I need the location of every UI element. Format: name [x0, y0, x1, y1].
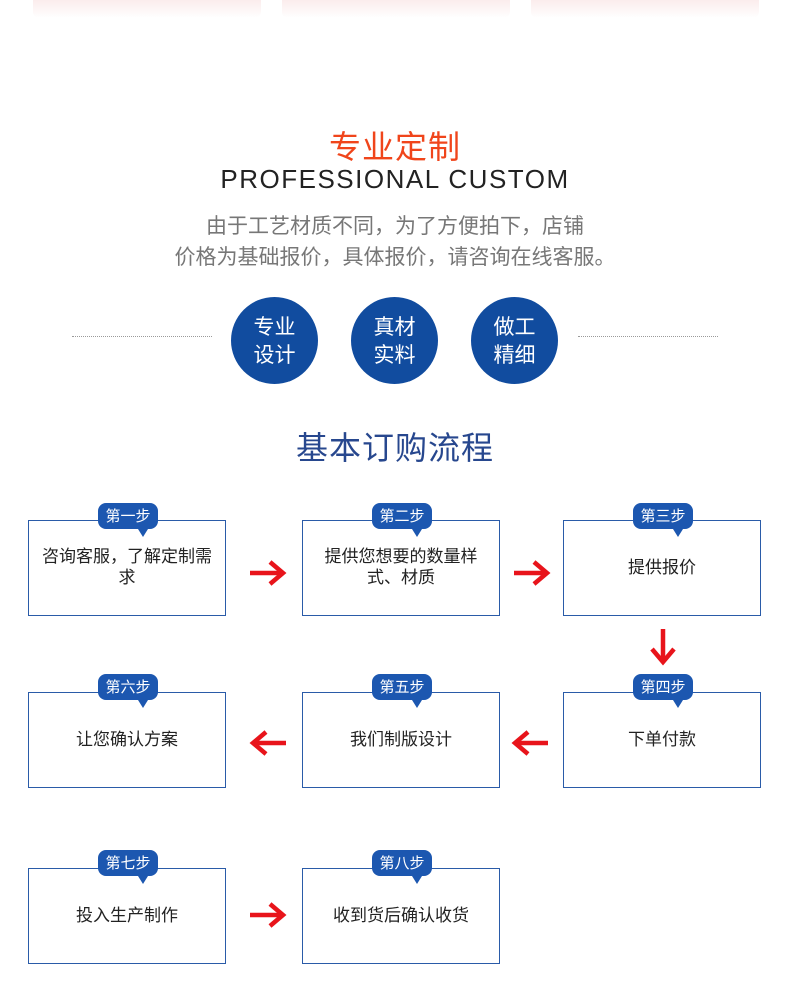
step-box-8: 收到货后确认收货	[302, 868, 500, 964]
process-title: 基本订购流程	[295, 429, 494, 467]
arrow-left-icon	[510, 728, 550, 758]
step-box-2: 提供您想要的数量样式、材质	[302, 520, 500, 616]
feature-professional-design: 专业 设计	[231, 297, 318, 384]
section-title-en: PROFESSIONAL CUSTOM	[220, 164, 570, 194]
step-text: 投入生产制作	[76, 905, 178, 926]
step-text: 让您确认方案	[76, 729, 178, 750]
top-card-1	[33, 0, 261, 18]
feature-real-materials: 真材 实料	[351, 297, 438, 384]
feature-fine-workmanship: 做工 精细	[471, 297, 558, 384]
top-card-2	[282, 0, 510, 18]
step-text: 下单付款	[628, 729, 696, 750]
feature-line1: 真材	[373, 314, 416, 339]
feature-line1: 专业	[253, 314, 296, 339]
feature-line2: 精细	[493, 342, 536, 367]
arrow-down-icon	[648, 627, 678, 667]
feature-line2: 实料	[373, 342, 416, 367]
top-card-3	[531, 0, 759, 18]
step-box-6: 让您确认方案	[28, 692, 226, 788]
step-box-5: 我们制版设计	[302, 692, 500, 788]
description-line-1: 由于工艺材质不同，为了方便拍下，店铺	[206, 214, 584, 238]
step-box-1: 咨询客服，了解定制需求	[28, 520, 226, 616]
feature-line2: 设计	[253, 342, 296, 367]
description-line-2: 价格为基础报价，具体报价，请咨询在线客服。	[174, 245, 616, 269]
feature-line1: 做工	[493, 314, 536, 339]
section-title-cn: 专业定制	[328, 128, 461, 166]
divider-left	[72, 336, 212, 337]
step-badge-1: 第一步	[98, 503, 158, 537]
step-badge-5: 第五步	[372, 674, 432, 708]
step-text: 提供您想要的数量样式、材质	[324, 547, 478, 588]
arrow-right-icon	[248, 900, 288, 930]
step-text: 我们制版设计	[350, 729, 452, 750]
step-text: 咨询客服，了解定制需求	[42, 547, 212, 588]
arrow-right-icon	[512, 558, 552, 588]
step-text: 提供报价	[628, 557, 696, 578]
step-box-4: 下单付款	[563, 692, 761, 788]
step-badge-7: 第七步	[98, 850, 158, 884]
arrow-left-icon	[248, 728, 288, 758]
step-badge-4: 第四步	[633, 674, 693, 708]
step-box-7: 投入生产制作	[28, 868, 226, 964]
step-badge-6: 第六步	[98, 674, 158, 708]
step-badge-8: 第八步	[372, 850, 432, 884]
step-badge-2: 第二步	[372, 503, 432, 537]
step-box-3: 提供报价	[563, 520, 761, 616]
divider-right	[578, 336, 718, 337]
step-badge-3: 第三步	[633, 503, 693, 537]
step-text: 收到货后确认收货	[333, 905, 469, 926]
arrow-right-icon	[248, 558, 288, 588]
